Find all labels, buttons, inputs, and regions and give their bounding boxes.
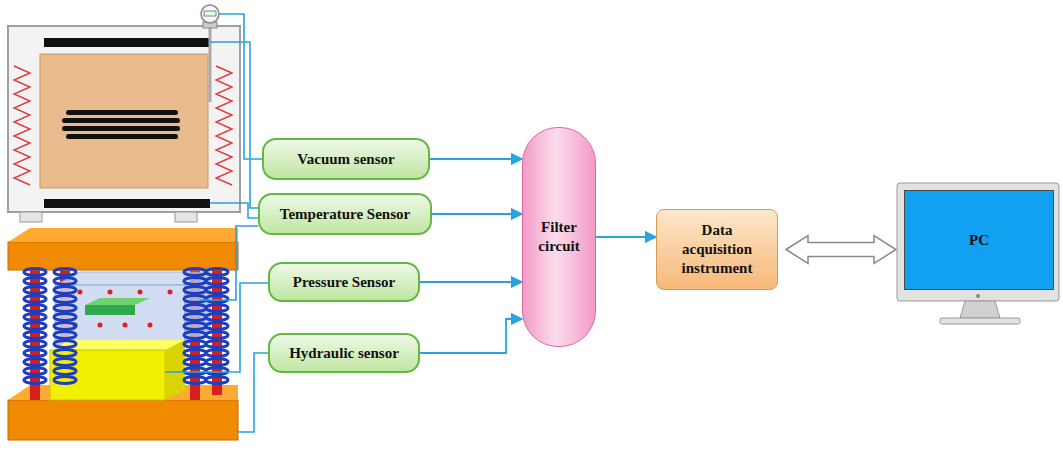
signal-arrow	[420, 281, 522, 283]
signal-arrow	[596, 236, 656, 238]
node-label: PC	[969, 231, 989, 250]
node-label: Data acquisition instrument	[665, 221, 769, 277]
signal-arrow	[430, 158, 522, 160]
hot-press	[8, 228, 238, 440]
sensor-box: Vacuum sensor	[262, 138, 430, 180]
node-label: Temperature Sensor	[280, 205, 410, 224]
sensor-box: Temperature Sensor	[258, 193, 432, 235]
node-label: Pressure Sensor	[293, 273, 395, 292]
node-label: Hydraulic sensor	[289, 344, 399, 363]
vacuum-furnace	[8, 5, 240, 222]
signal-arrow	[432, 213, 522, 215]
node-label: Vacuum sensor	[297, 150, 394, 169]
sensor-box: Hydraulic sensor	[268, 333, 420, 373]
monitor	[897, 183, 1059, 324]
double-arrow	[786, 236, 896, 264]
instrument-box: Data acquisition instrument	[656, 209, 778, 290]
filter-circuit: Filter circuit	[522, 127, 596, 347]
signal-wire	[165, 14, 268, 432]
node-label: Filter circuit	[527, 218, 591, 256]
pc-screen: PC	[904, 190, 1054, 290]
signal-arrow	[420, 319, 522, 353]
sensor-box: Pressure Sensor	[268, 262, 420, 302]
